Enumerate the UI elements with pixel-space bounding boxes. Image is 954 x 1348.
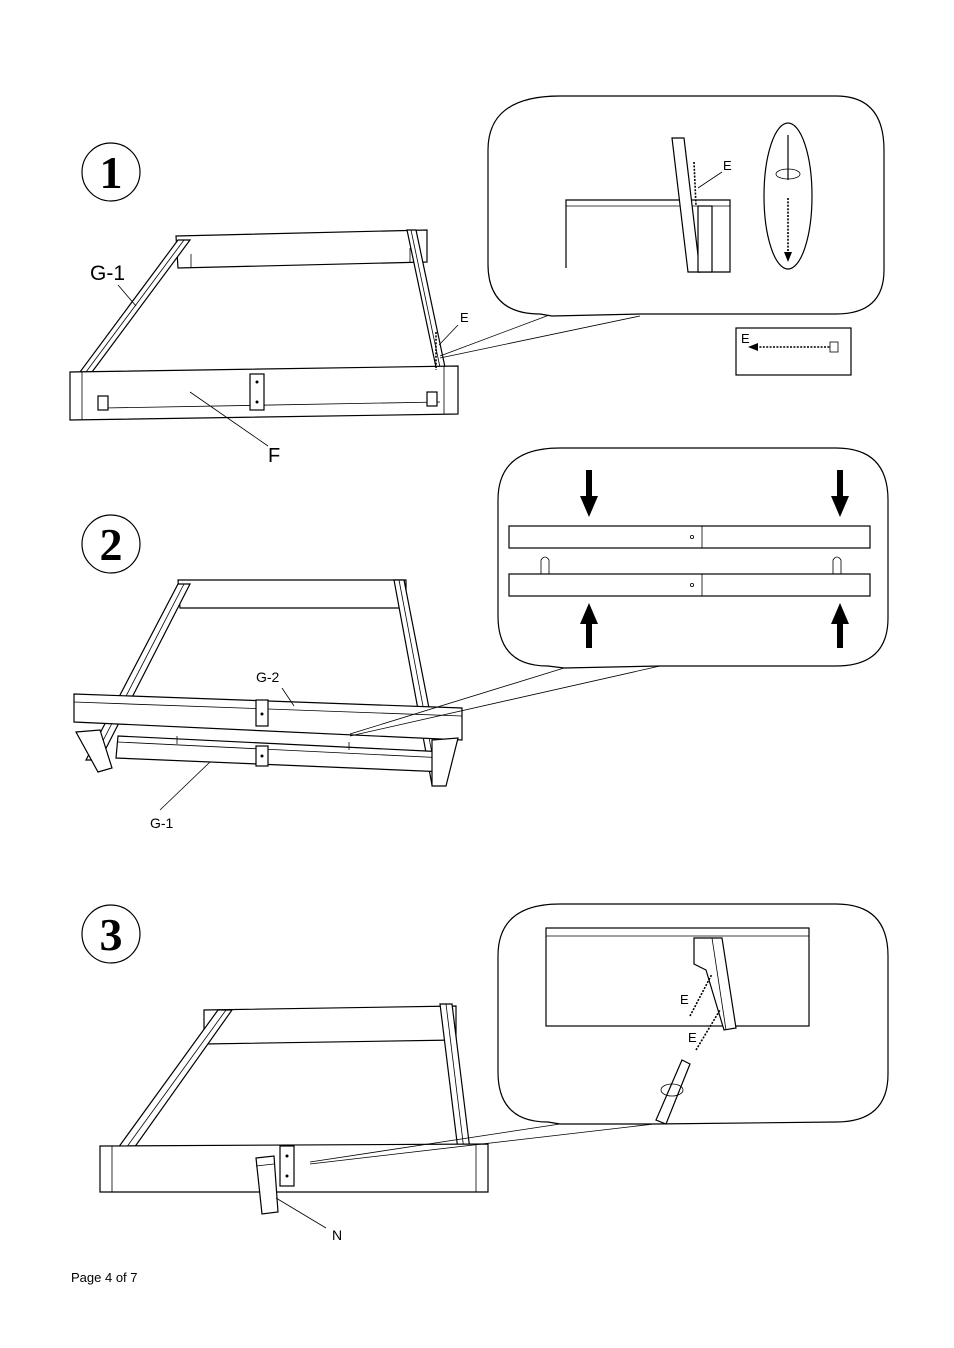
n-leader-line	[276, 1198, 326, 1228]
step-1-label-f: F	[268, 445, 280, 467]
step-1-label-e: E	[460, 310, 469, 325]
g1-leader-line	[118, 285, 136, 306]
step-1-detail-label-e: E	[723, 158, 732, 173]
step-2-label-g2: G-2	[256, 669, 280, 685]
step-2: 2	[74, 448, 888, 831]
step-2-badge: 2	[82, 515, 140, 573]
step-1: 1	[70, 96, 884, 467]
step-3-label-e-lower: E	[688, 1030, 697, 1045]
step-1-label-g1: G-1	[90, 262, 125, 285]
e-leader-line	[439, 325, 458, 345]
step-2-detail-callout	[498, 448, 888, 668]
step-2-number: 2	[100, 519, 123, 570]
step-3-label-e-upper: E	[680, 992, 689, 1007]
step-1-parts-box: E	[736, 328, 851, 375]
page-footer: Page 4 of 7	[71, 1270, 138, 1285]
parts-box-label-e: E	[741, 331, 750, 346]
step-3-badge: 3	[82, 905, 140, 963]
step-1-badge: 1	[82, 143, 140, 201]
g1-leader-line-2	[160, 762, 210, 810]
step-1-detail-callout: E	[488, 96, 884, 316]
step-3-label-n: N	[332, 1227, 342, 1243]
step-1-number: 1	[100, 147, 123, 198]
step-3-number: 3	[100, 909, 123, 960]
step-3-detail-callout	[498, 904, 888, 1124]
step-2-label-g1: G-1	[150, 815, 174, 831]
step-3: 3 N	[82, 904, 888, 1243]
